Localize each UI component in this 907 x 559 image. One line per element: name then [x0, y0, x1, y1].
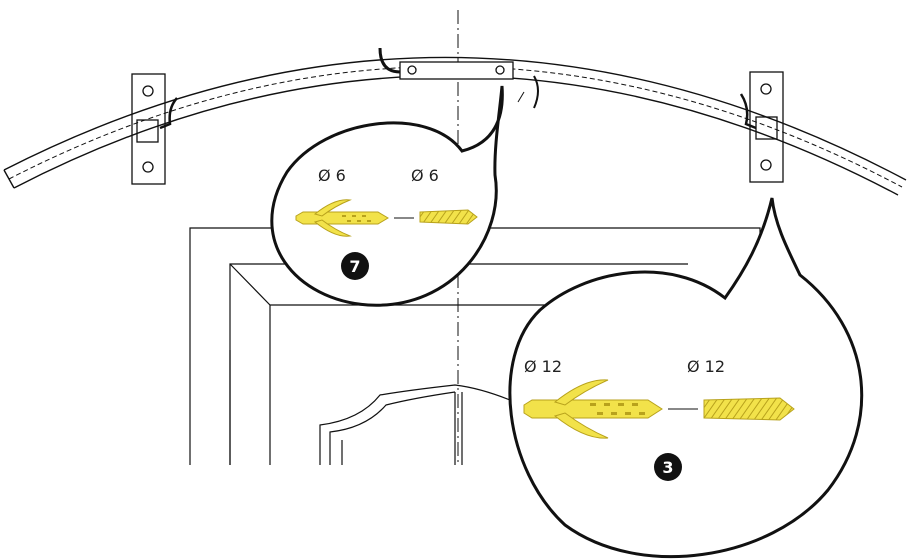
small-quantity-label: 7: [349, 257, 360, 276]
large-screw-diameter-label: Ø 12: [687, 357, 725, 376]
rail-hooks: [159, 93, 757, 130]
large-screw: [703, 397, 795, 421]
large-quantity-label: 3: [662, 458, 673, 477]
large-quantity-badge: [654, 453, 682, 481]
small-quantity-badge: [341, 252, 369, 280]
small-wall-plug: [295, 199, 389, 237]
callout-large: [508, 197, 864, 559]
large-wall-plug: [523, 379, 663, 439]
small-plug-diameter-label: Ø 6: [318, 166, 346, 185]
center-support: [378, 47, 539, 109]
small-screw-diameter-label: Ø 6: [411, 166, 439, 185]
large-plug-diameter-label: Ø 12: [524, 357, 562, 376]
small-screw: [419, 209, 478, 225]
callout-small: [270, 85, 504, 307]
